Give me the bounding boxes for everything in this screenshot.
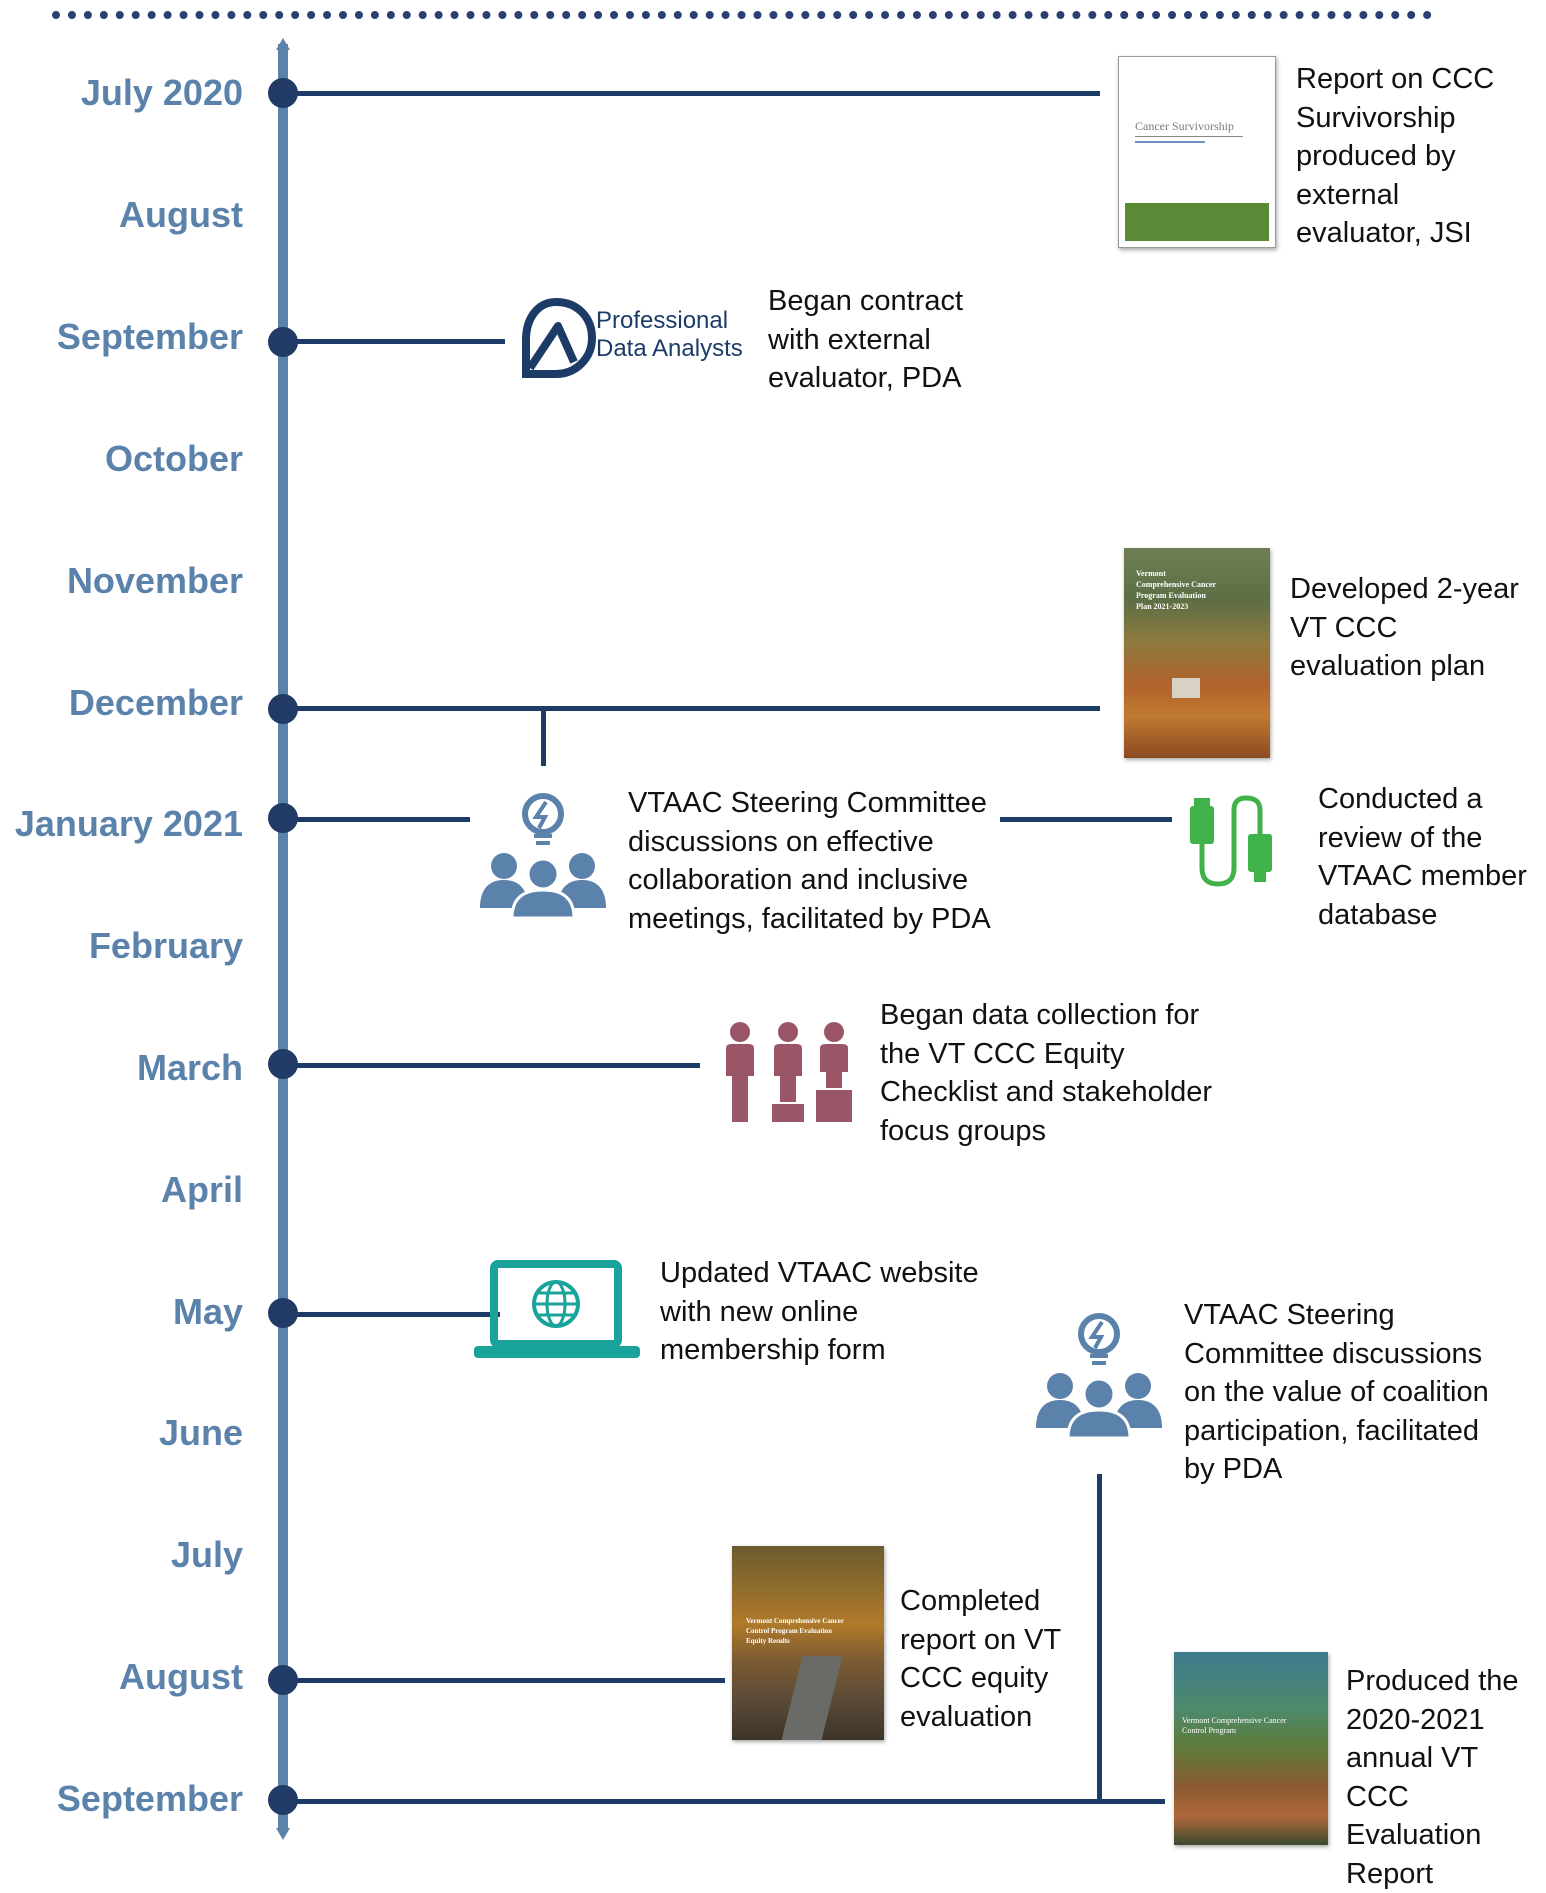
month-label: May <box>172 1291 243 1332</box>
event-steering-jan: VTAAC Steering Committee discussions on … <box>628 787 991 935</box>
connector-jan-right <box>1000 817 1172 822</box>
timeline-axis <box>278 44 288 1829</box>
month-label: August <box>119 194 243 235</box>
pda-logo-line1: Professional <box>596 307 729 334</box>
connector-jan2021 <box>285 817 470 822</box>
timeline-dot <box>268 1049 298 1079</box>
connector-sep2021 <box>285 1799 1165 1804</box>
top-dotted-border <box>52 11 1432 19</box>
connector-dec2020 <box>285 706 1100 711</box>
connector-jun-drop <box>1097 1474 1102 1801</box>
connector-sep2020 <box>285 339 505 344</box>
pda-logo-icon <box>512 296 602 387</box>
month-label: January 2021 <box>14 803 243 844</box>
month-label: July 2020 <box>80 72 243 113</box>
month-label: September <box>56 1778 243 1819</box>
event-equity-report: Completed report on VT CCC equity evalua… <box>900 1585 1061 1733</box>
connector-aug2021 <box>285 1678 725 1683</box>
timeline-dot <box>268 1785 298 1815</box>
team-lightbulb-icon <box>1032 1310 1167 1445</box>
connector-mar2021 <box>285 1063 700 1068</box>
team-lightbulb-icon <box>476 790 611 925</box>
event-eval-plan: Developed 2-year VT CCC evaluation plan <box>1290 573 1519 682</box>
month-label: July <box>170 1534 243 1575</box>
event-jsi-report: Report on CCC Survivorship produced by e… <box>1296 63 1495 249</box>
survivorship-report-cover: Cancer Survivorship <box>1118 56 1276 248</box>
timeline-dot <box>268 78 298 108</box>
event-annual-report: Produced the 2020-2021 annual VT CCC Eva… <box>1346 1665 1519 1890</box>
connector-jul2020 <box>285 91 1100 96</box>
month-label: September <box>56 316 243 357</box>
timeline-dot <box>268 327 298 357</box>
equity-people-icon <box>720 1020 855 1130</box>
evaluation-plan-cover: Vermont Comprehensive Cancer Program Eva… <box>1124 548 1270 758</box>
month-label: December <box>68 682 243 723</box>
timeline-dot <box>268 1298 298 1328</box>
month-label: April <box>160 1169 243 1210</box>
cover-title: Vermont Comprehensive Cancer Control Pro… <box>746 1617 844 1645</box>
annual-report-cover: Vermont Comprehensive Cancer Control Pro… <box>1174 1652 1328 1845</box>
cover-title: Vermont Comprehensive Cancer Program Eva… <box>1136 569 1216 611</box>
connector-may2021 <box>285 1312 500 1317</box>
timeline-dot <box>268 803 298 833</box>
axis-arrow-bottom <box>276 1828 290 1840</box>
laptop-globe-icon <box>472 1258 642 1367</box>
pda-logo-line2: Data Analysts <box>596 335 743 362</box>
month-label: August <box>119 1656 243 1697</box>
month-label: March <box>136 1047 243 1088</box>
connector-dec-drop <box>541 706 546 766</box>
equity-report-cover: Vermont Comprehensive Cancer Control Pro… <box>732 1546 884 1740</box>
cover-title: Cancer Survivorship <box>1135 119 1234 133</box>
event-pda-contract: Began contract with external evaluator, … <box>768 285 964 394</box>
timeline-dot <box>268 1665 298 1695</box>
month-label: February <box>88 925 243 966</box>
cover-title: Vermont Comprehensive Cancer Control Pro… <box>1182 1716 1287 1735</box>
event-member-db: Conducted a review of the VTAAC member d… <box>1318 783 1527 931</box>
month-label: June <box>158 1412 243 1453</box>
event-steering-jun: VTAAC Steering Committee discussions on … <box>1184 1299 1489 1485</box>
event-equity-data: Began data collection for the VT CCC Equ… <box>880 999 1213 1147</box>
usb-cable-icon <box>1188 790 1278 895</box>
month-label: October <box>104 438 243 479</box>
month-label: November <box>66 560 243 601</box>
event-website: Updated VTAAC website with new online me… <box>660 1257 979 1366</box>
timeline-dot <box>268 694 298 724</box>
